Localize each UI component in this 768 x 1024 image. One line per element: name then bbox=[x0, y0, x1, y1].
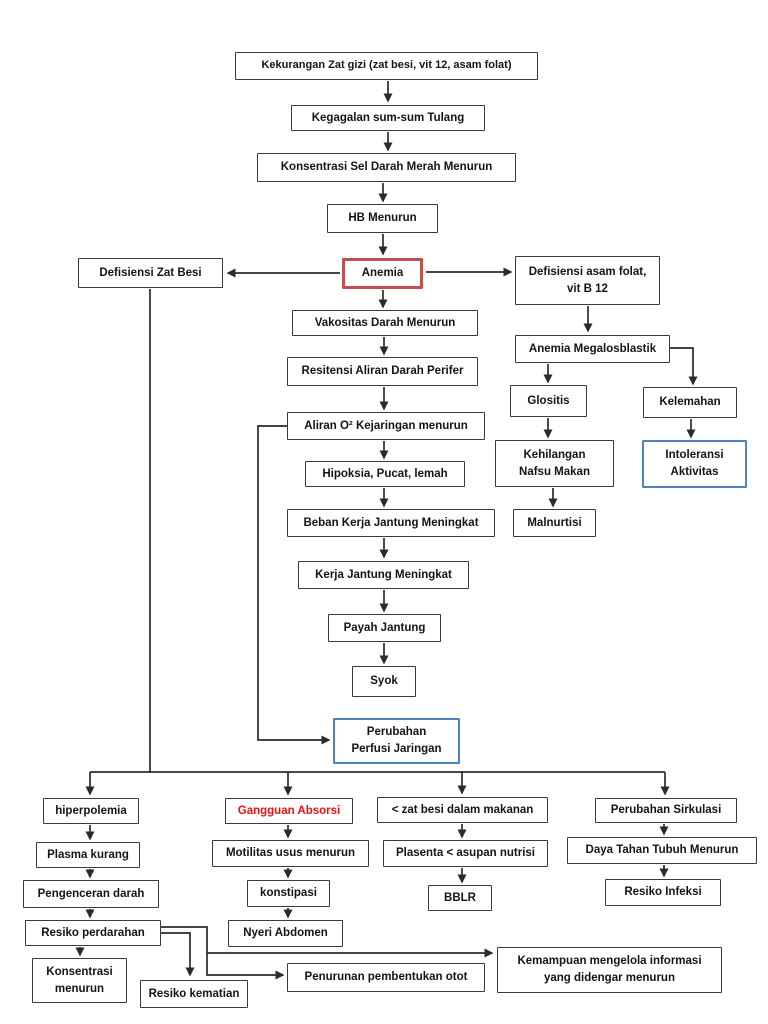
connector-perfusi-elbow bbox=[257, 425, 331, 745]
node-perubahan-perfusi: Perubahan Perfusi Jaringan bbox=[333, 718, 460, 764]
node-payah-jantung: Payah Jantung bbox=[328, 614, 441, 642]
node-motilitas-usus: Motilitas usus menurun bbox=[212, 840, 369, 867]
connectors-bottom-columns bbox=[75, 824, 669, 957]
node-glositis: Glositis bbox=[510, 385, 587, 417]
node-plasma-kurang: Plasma kurang bbox=[36, 842, 140, 868]
node-kerja-jantung: Kerja Jantung Meningkat bbox=[298, 561, 469, 589]
node-kehilangan-nafsu-makan: Kehilangan Nafsu Makan bbox=[495, 440, 614, 487]
node-bblr: BBLR bbox=[428, 885, 492, 911]
node-nyeri-abdomen: Nyeri Abdomen bbox=[228, 920, 343, 947]
node-hb-menurun: HB Menurun bbox=[327, 204, 438, 233]
node-kemampuan-mengelola: Kemampuan mengelola informasi yang diden… bbox=[497, 947, 722, 993]
node-aliran-o2: Aliran O² Kejaringan menurun bbox=[287, 412, 485, 440]
node-plasenta-asupan: Plasenta < asupan nutrisi bbox=[383, 840, 548, 867]
node-resitensi-aliran: Resitensi Aliran Darah Perifer bbox=[287, 357, 478, 386]
node-hipoksia: Hipoksia, Pucat, lemah bbox=[305, 461, 465, 487]
node-resiko-kematian: Resiko kematian bbox=[140, 980, 248, 1008]
node-beban-kerja-jantung: Beban Kerja Jantung Meningkat bbox=[287, 509, 495, 537]
node-intoleransi-aktivitas: Intoleransi Aktivitas bbox=[642, 440, 747, 488]
node-perubahan-sirkulasi: Perubahan Sirkulasi bbox=[595, 798, 737, 823]
connectors-right-branch bbox=[543, 306, 698, 508]
node-daya-tahan-tubuh: Daya Tahan Tubuh Menurun bbox=[567, 837, 757, 864]
connectors-anemia-branches bbox=[226, 267, 513, 278]
node-resiko-perdarahan: Resiko perdarahan bbox=[25, 920, 161, 946]
node-hiperpolemia: hiperpolemia bbox=[43, 798, 139, 824]
node-konsentrasi-sel-darah: Konsentrasi Sel Darah Merah Menurun bbox=[257, 153, 516, 182]
node-vakositas-darah: Vakositas Darah Menurun bbox=[292, 310, 478, 336]
node-penurunan-pembentukan-otot: Penurunan pembentukan otot bbox=[287, 963, 485, 992]
connectors-resiko-perdarahan bbox=[161, 926, 494, 980]
connectors-main-column bbox=[378, 81, 393, 665]
node-defisiensi-zat-besi: Defisiensi Zat Besi bbox=[78, 258, 223, 288]
node-anemia-megalosblastik: Anemia Megalosblastik bbox=[515, 335, 670, 363]
node-zat-besi-dalam-makanan: < zat besi dalam makanan bbox=[377, 797, 548, 823]
node-anemia: Anemia bbox=[342, 258, 423, 289]
node-gangguan-absorsi: Gangguan Absorsi bbox=[225, 798, 353, 824]
node-defisiensi-asam-folat: Defisiensi asam folat, vit B 12 bbox=[515, 256, 660, 305]
node-kegagalan-sumsum: Kegagalan sum-sum Tulang bbox=[291, 105, 485, 131]
node-malnurtisi: Malnurtisi bbox=[513, 509, 596, 537]
node-pengenceran-darah: Pengenceran darah bbox=[23, 880, 159, 908]
node-konsentrasi-menurun: Konsentrasi menurun bbox=[32, 958, 127, 1003]
node-syok: Syok bbox=[352, 666, 416, 697]
connectors-distribution bbox=[85, 289, 670, 796]
node-resiko-infeksi: Resiko Infeksi bbox=[605, 879, 721, 906]
node-konstipasi: konstipasi bbox=[247, 880, 330, 907]
node-kelemahan: Kelemahan bbox=[643, 387, 737, 418]
node-kekurangan-zat-gizi: Kekurangan Zat gizi (zat besi, vit 12, a… bbox=[235, 52, 538, 80]
